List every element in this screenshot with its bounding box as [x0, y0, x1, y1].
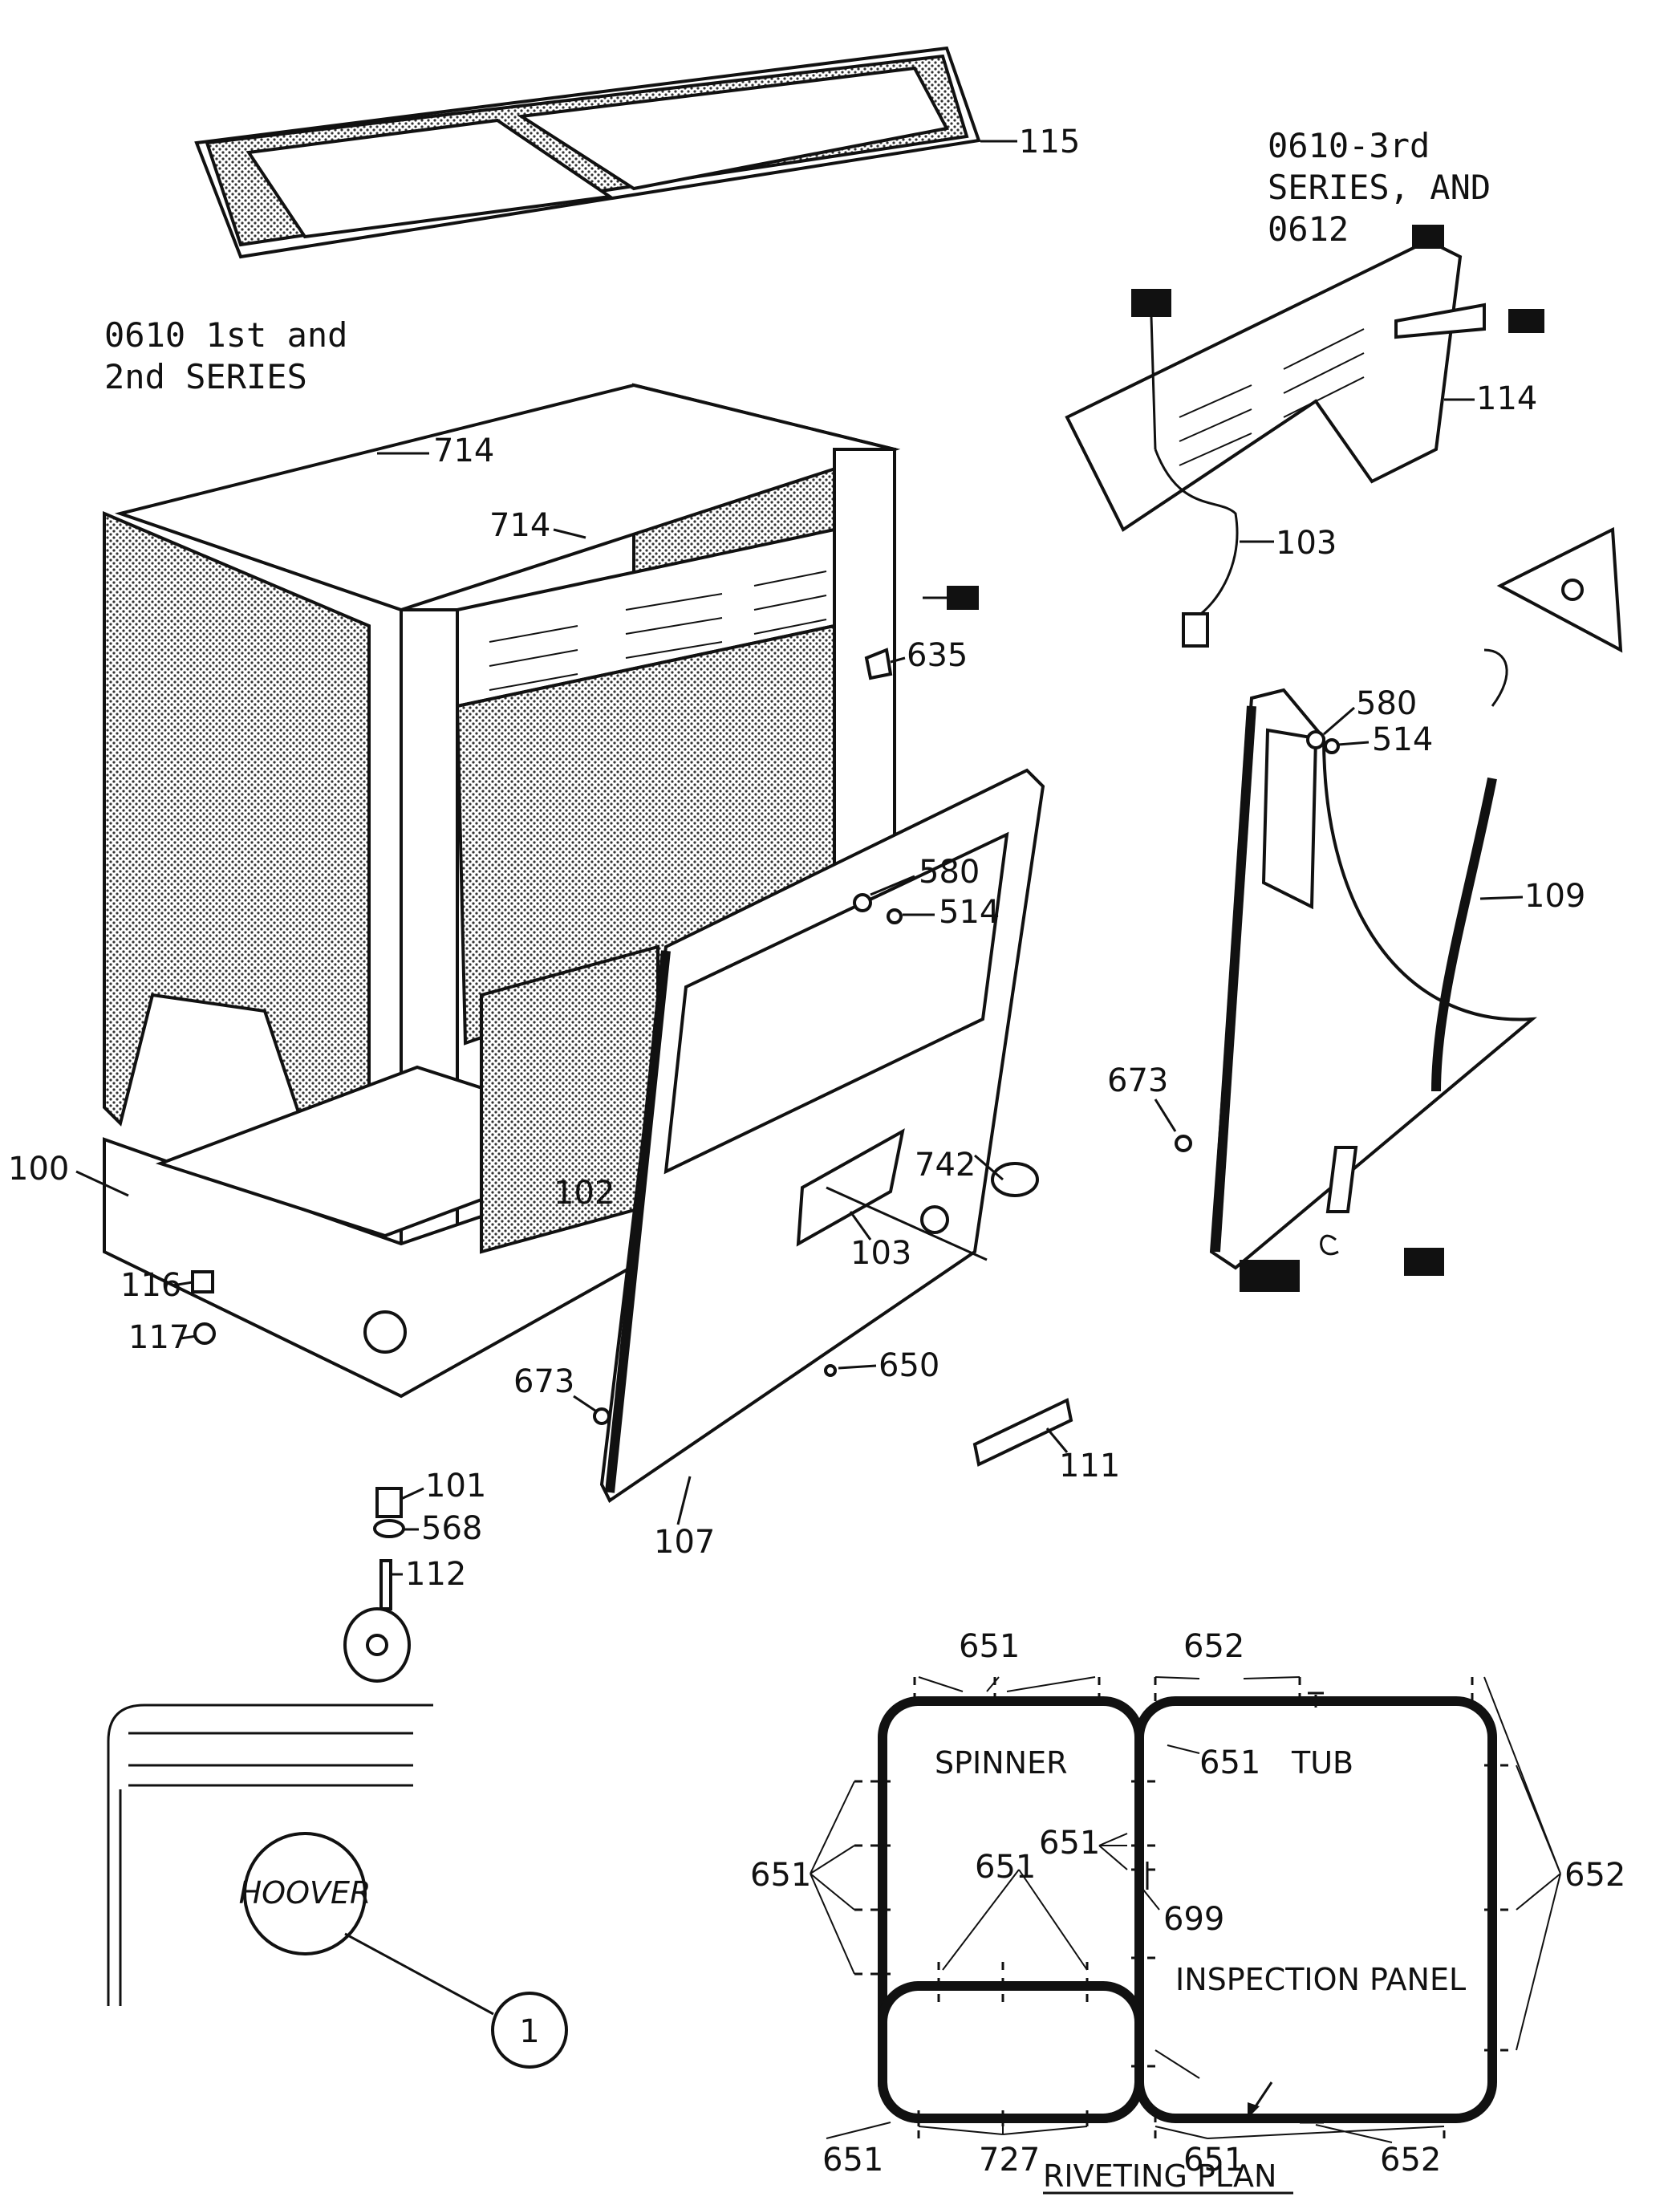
label-103-back: 103 [1276, 525, 1337, 562]
heading-series-3-line1: 0610-3rd [1268, 126, 1430, 165]
label-102: 102 [554, 1175, 615, 1212]
heading-series-12-line1: 0610 1st and [104, 315, 347, 355]
label-109: 109 [1524, 878, 1585, 915]
heading-series-3-line2: SERIES, AND [1268, 168, 1491, 207]
label-111: 111 [1059, 1448, 1120, 1484]
logo-text: HOOVER [239, 1875, 371, 1911]
heading-series-12-line2: 2nd SERIES [104, 357, 307, 396]
label-514-front: 514 [939, 894, 1000, 931]
label-114: 114 [1476, 380, 1537, 417]
rp-tub-label: TUB [1291, 1745, 1353, 1781]
heading-series-3-line3: 0612 [1268, 209, 1349, 249]
label-101: 101 [425, 1468, 486, 1505]
label-115: 115 [1019, 124, 1080, 160]
rp-label-651-top: 651 [959, 1628, 1020, 1665]
label-100: 100 [8, 1151, 69, 1188]
rp-label-651-bottom-center: 651 [1183, 2142, 1244, 2179]
label-116: 116 [120, 1267, 181, 1304]
label-514-side: 514 [1372, 721, 1433, 758]
nameplate-detail: HOOVER 1 [107, 1704, 568, 2069]
back-panel-assembly [1065, 225, 1544, 648]
rp-label-651-low: 651 [975, 1849, 1036, 1886]
label-580-side: 580 [1356, 685, 1417, 722]
label-117: 117 [128, 1319, 189, 1356]
label-568: 568 [421, 1510, 482, 1547]
caster-assembly [343, 1487, 411, 1683]
rp-label-652-top: 652 [1183, 1628, 1244, 1665]
front-panel [599, 768, 1045, 1503]
hose-elbow [1483, 648, 1508, 707]
lid-frame [194, 46, 981, 259]
label-742: 742 [915, 1147, 976, 1184]
label-580-front: 580 [919, 854, 980, 891]
side-panel [1209, 688, 1537, 1292]
rp-label-651-left: 651 [750, 1857, 811, 1894]
rp-spinner-label: SPINNER [935, 1745, 1068, 1781]
rp-label-651-mid: 651 [1199, 1744, 1260, 1781]
label-714-center: 714 [489, 507, 550, 544]
label-107: 107 [654, 1524, 715, 1561]
rp-label-699: 699 [1163, 1901, 1224, 1938]
label-112: 112 [405, 1556, 466, 1593]
corner-bracket [1496, 526, 1623, 653]
rp-label-652-right: 652 [1564, 1857, 1625, 1894]
rp-label-727: 727 [979, 2142, 1040, 2179]
label-714-top: 714 [433, 432, 494, 469]
label-673-front: 673 [513, 1363, 574, 1400]
rp-title: RIVETING PLAN [1043, 2158, 1276, 2194]
strip-111 [972, 1398, 1073, 1467]
label-673-side: 673 [1107, 1062, 1168, 1099]
label-1: 1 [519, 2013, 539, 2050]
label-103-front: 103 [850, 1235, 911, 1272]
label-635: 635 [907, 637, 968, 674]
label-650: 650 [879, 1347, 939, 1384]
rp-label-651-bottom-left: 651 [822, 2142, 883, 2179]
riveting-plan [810, 1676, 1561, 2143]
fastener-block-icon [947, 586, 979, 610]
rp-inspection-label: INSPECTION PANEL [1175, 1962, 1466, 1997]
hoover-logo [243, 1832, 367, 1955]
rp-label-652-bottom-right: 652 [1380, 2142, 1441, 2179]
rp-label-651-center: 651 [1039, 1825, 1100, 1862]
